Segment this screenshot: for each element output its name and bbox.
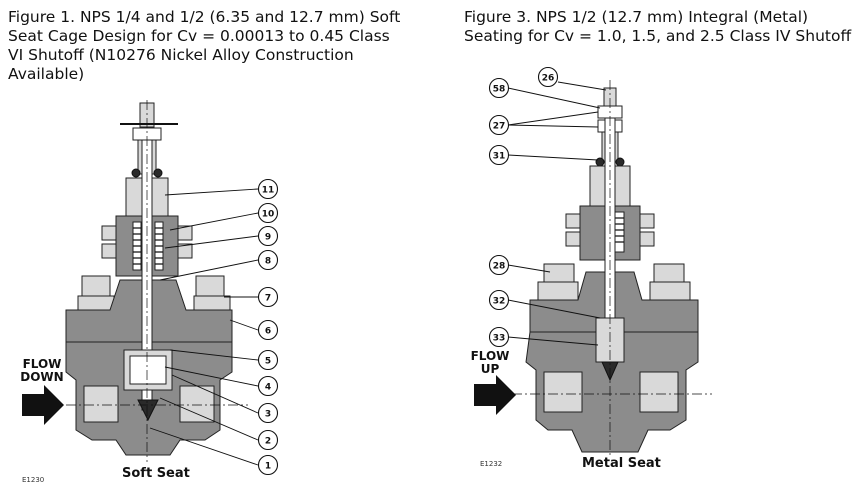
callout-6: 6 — [257, 319, 279, 341]
figure-3-caption: Metal Seat — [582, 456, 661, 471]
svg-text:1: 1 — [265, 462, 271, 472]
figure-1-caption: Soft Seat — [122, 466, 190, 481]
callout-2: 2 — [257, 429, 279, 451]
svg-text:8: 8 — [265, 257, 271, 267]
callout-27: 27 — [488, 114, 510, 136]
callout-32: 32 — [488, 289, 510, 311]
callout-1: 1 — [257, 454, 279, 476]
svg-text:28: 28 — [493, 262, 506, 272]
figure-3-flow-label: FLOW UP — [470, 349, 510, 376]
callout-9: 9 — [257, 225, 279, 247]
figure-1-leader-lines — [149, 188, 259, 466]
callout-31: 31 — [488, 144, 510, 166]
svg-text:10: 10 — [262, 210, 275, 220]
svg-text:58: 58 — [493, 85, 506, 95]
svg-text:33: 33 — [493, 334, 506, 344]
figure-3-drawing-code: E1232 — [480, 460, 503, 468]
figure-1-title: Figure 1. NPS 1/4 and 1/2 (6.35 and 12.7… — [8, 8, 401, 83]
svg-text:9: 9 — [265, 233, 271, 243]
callout-3: 3 — [257, 402, 279, 424]
figure-3-title: Figure 3. NPS 1/2 (12.7 mm) Integral (Me… — [464, 8, 852, 45]
callout-4: 4 — [257, 375, 279, 397]
svg-text:27: 27 — [493, 122, 506, 132]
callout-58: 58 — [488, 77, 510, 99]
callout-33: 33 — [488, 326, 510, 348]
figure-3-valve-drawing — [474, 80, 712, 458]
callout-7: 7 — [257, 286, 279, 308]
svg-text:31: 31 — [493, 152, 506, 162]
figure-1-callouts: 11 10 9 8 7 6 5 4 3 2 1 — [257, 178, 279, 476]
svg-text:26: 26 — [542, 74, 555, 84]
svg-text:32: 32 — [493, 297, 506, 307]
figure-1-valve-drawing — [22, 100, 248, 462]
svg-text:7: 7 — [265, 294, 271, 304]
callout-28: 28 — [488, 254, 510, 276]
callout-5: 5 — [257, 349, 279, 371]
callout-11: 11 — [257, 178, 279, 200]
figure-1-flow-label: FLOW DOWN — [20, 357, 64, 384]
svg-text:2: 2 — [265, 437, 271, 447]
svg-text:5: 5 — [265, 357, 271, 367]
figure-3-callouts: 26 58 27 31 28 32 33 — [488, 66, 559, 348]
svg-text:6: 6 — [265, 327, 271, 337]
svg-text:11: 11 — [262, 186, 275, 196]
figure-3-leader-lines — [507, 81, 607, 346]
callout-10: 10 — [257, 202, 279, 224]
figure-1-drawing-code: E1230 — [22, 476, 45, 484]
svg-text:3: 3 — [265, 410, 271, 420]
callout-8: 8 — [257, 249, 279, 271]
callout-26: 26 — [537, 66, 559, 88]
svg-text:4: 4 — [265, 383, 271, 393]
